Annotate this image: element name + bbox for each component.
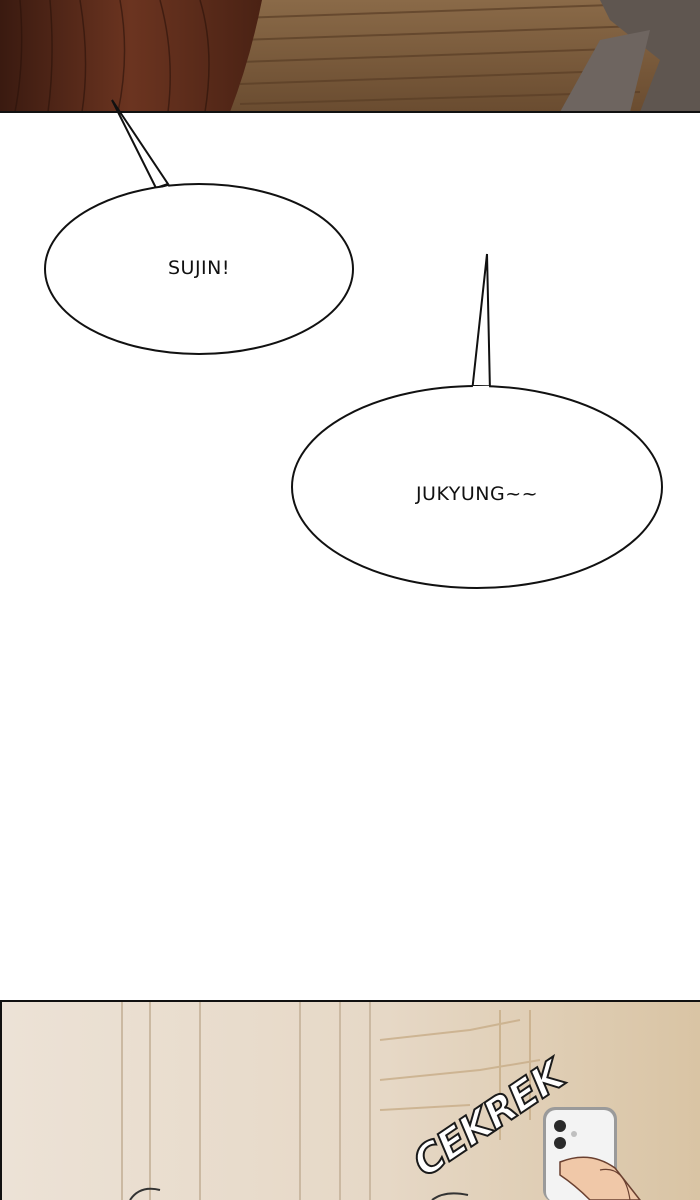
hand (559, 1156, 641, 1200)
bottom-panel (0, 1000, 700, 1200)
bubble-2-text: JUKYUNG~~ (415, 483, 539, 505)
speech-bubbles-art (44, 99, 663, 589)
top-panel (0, 0, 700, 113)
bubble-1-text: SUJIN! (167, 257, 230, 279)
speech-bubble-1 (44, 183, 354, 355)
bubble-tail (470, 253, 492, 393)
bubble-tail (111, 99, 170, 190)
